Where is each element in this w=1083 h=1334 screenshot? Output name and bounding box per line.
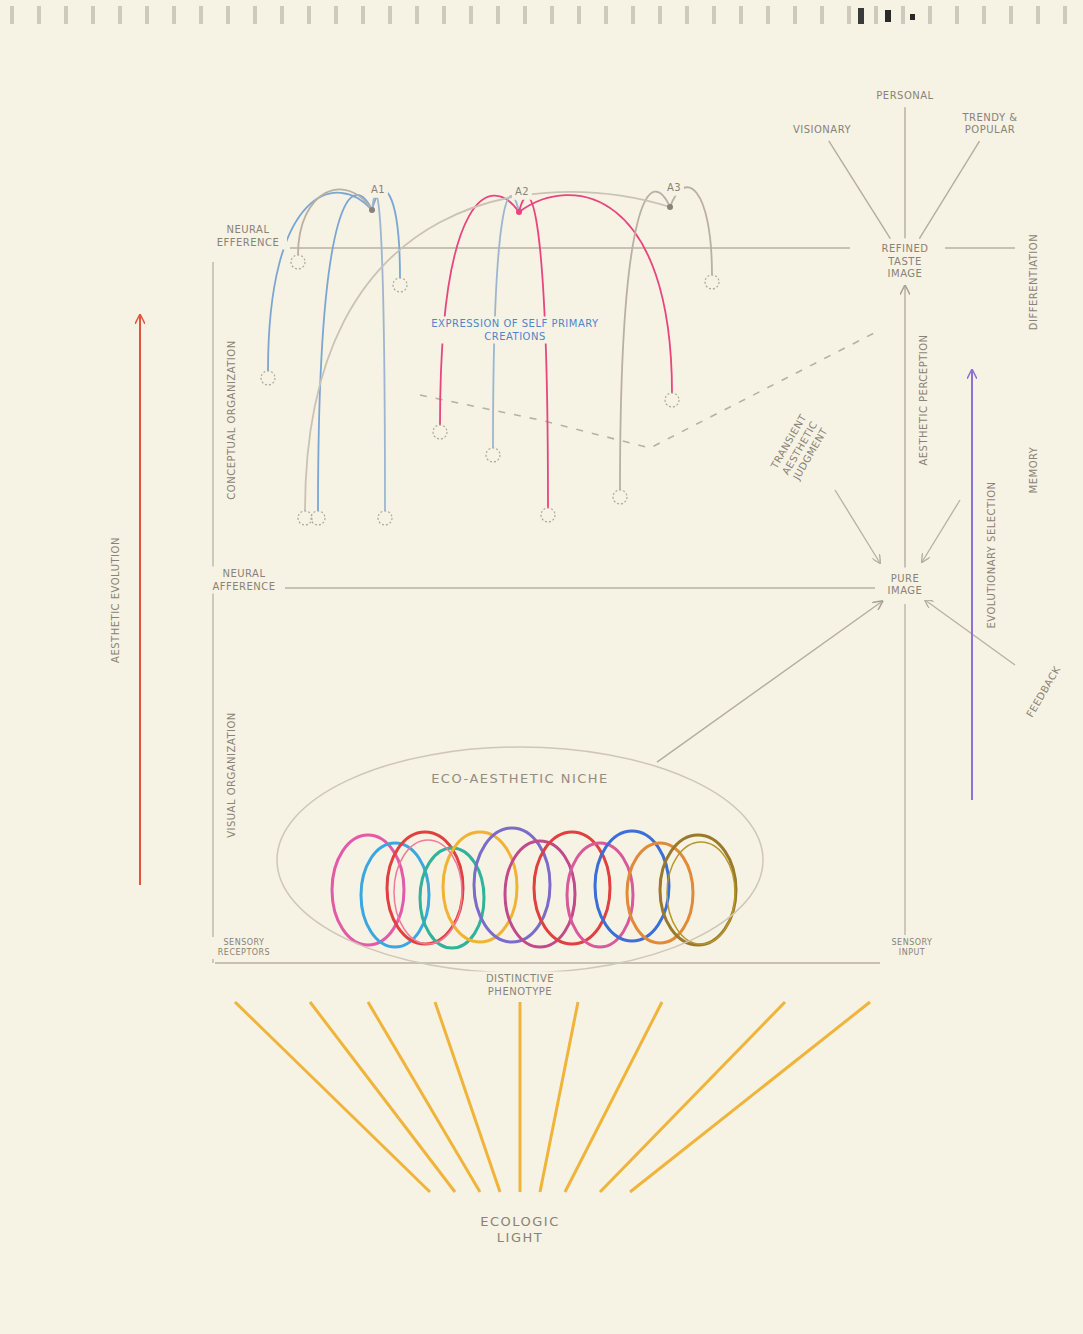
association-arc [519, 197, 548, 508]
annotation-label: FEEDBACK [1022, 661, 1066, 723]
arrow-line [835, 490, 880, 563]
node-text: ECO-AESTHETIC NICHE [275, 745, 765, 787]
annotation-label: NEURAL AFFERENCE [205, 567, 283, 594]
arrow-line [922, 500, 960, 562]
evolution-arrow [139, 315, 141, 885]
anchor-dot [667, 204, 673, 210]
association-arc [305, 192, 670, 511]
annotation-label: NEURAL EFFERENCE [209, 223, 287, 250]
spiral-binding [885, 10, 891, 22]
end-circle [541, 508, 555, 522]
text-node: REFINED TASTE IMAGE [870, 241, 940, 283]
association-arc [298, 189, 372, 255]
end-circle [311, 511, 325, 525]
phenotype-ring [534, 832, 610, 944]
phenotype-ring [660, 835, 736, 945]
niche-ellipse: ECO-AESTHETIC NICHE [275, 745, 765, 975]
annotation-label: AESTHETIC PERCEPTION [917, 331, 932, 468]
level-line [945, 247, 1015, 248]
frame-line [212, 262, 213, 963]
arrow-line [925, 600, 1015, 665]
anchor-dot [369, 207, 375, 213]
level-line [290, 247, 850, 248]
association-arc [519, 195, 672, 393]
annotation-label: SENSORY RECEPTORS [205, 937, 283, 959]
association-arc [268, 193, 372, 371]
node-text: PURE IMAGE [883, 573, 927, 598]
text-node: PERSONAL [872, 88, 937, 105]
node-text: PERSONAL [876, 90, 933, 103]
association-arc [318, 195, 372, 511]
annotation-label: AESTHETIC EVOLUTION [109, 534, 124, 666]
connector-line [829, 141, 891, 239]
end-circle [291, 255, 305, 269]
node-text: REFINED TASTE IMAGE [874, 243, 936, 281]
phenotype-ring [394, 840, 462, 944]
level-line [285, 587, 875, 588]
text-node: PURE IMAGE [879, 571, 931, 600]
end-circle [261, 371, 275, 385]
association-arc [372, 195, 385, 511]
end-circle [486, 448, 500, 462]
phenotype-ring [595, 831, 669, 941]
node-text: VISIONARY [793, 124, 851, 137]
node-text: TRENDY & POPULAR [950, 112, 1030, 137]
annotation-label: VISUAL ORGANIZATION [225, 709, 240, 841]
end-circle [613, 490, 627, 504]
light-rays [235, 1002, 870, 1192]
connector-line [657, 601, 882, 762]
end-circle [665, 393, 679, 407]
annotation-label: SENSORY INPUT [879, 937, 945, 959]
annotation-label: DIFFERENTIATION [1027, 231, 1042, 333]
annotation-label: ECOLOGIC LIGHT [472, 1213, 568, 1248]
connector-line [904, 107, 905, 238]
annotation-label: A2 [512, 185, 532, 200]
spiral-binding [0, 0, 1083, 30]
spiral-binding [858, 8, 864, 24]
end-circle [378, 511, 392, 525]
annotation-label: EVOLUTIONARY SELECTION [985, 478, 1000, 631]
end-circle [433, 425, 447, 439]
selection-arrow [971, 370, 973, 800]
annotation-label: A1 [368, 183, 388, 198]
annotation-label: DISTINCTIVE PHENOTYPE [462, 972, 578, 999]
annotation-label: TRANSIENT AESTHETIC JUDGMENT [760, 399, 839, 497]
anchor-dot [516, 209, 522, 215]
annotation-label: EXPRESSION OF SELF PRIMARY CREATIONS [412, 317, 618, 344]
connector-line [919, 141, 979, 239]
end-circle [705, 275, 719, 289]
association-arc [670, 187, 712, 275]
text-node: VISIONARY [789, 122, 855, 139]
association-arc [440, 196, 519, 425]
connector-line [904, 286, 905, 568]
phenotype-ring [667, 842, 735, 944]
association-arc [620, 192, 670, 490]
level-line [215, 962, 880, 963]
annotation-label: MEMORY [1027, 444, 1042, 497]
text-node: TRENDY & POPULAR [946, 110, 1034, 139]
annotation-label: CONCEPTUAL ORGANIZATION [225, 337, 240, 502]
frame-line [904, 604, 905, 935]
spiral-binding [910, 14, 915, 20]
association-arc [372, 190, 400, 278]
annotation-label: A3 [664, 181, 684, 196]
end-circle [298, 511, 312, 525]
end-circle [393, 278, 407, 292]
